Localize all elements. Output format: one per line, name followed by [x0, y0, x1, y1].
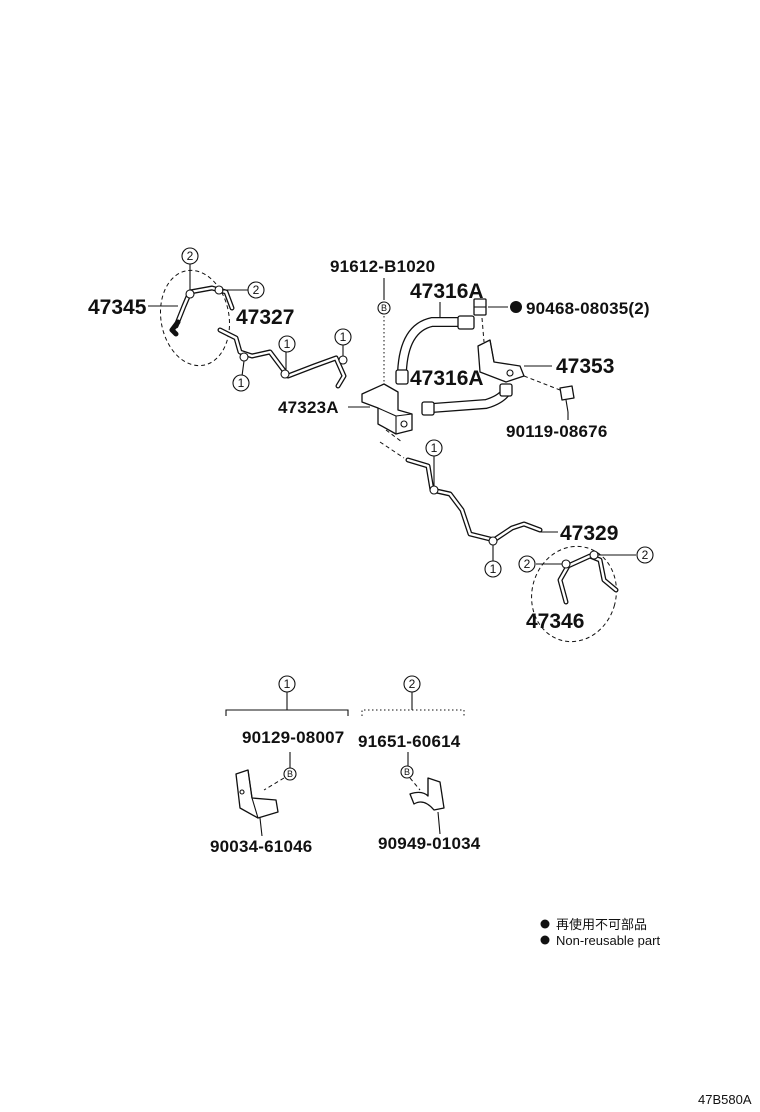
callout-circle-2 — [247, 281, 265, 299]
part-label-90468-08035: 90468-08035(2) — [526, 299, 650, 318]
part-label-91651-60614: 91651-60614 — [358, 732, 461, 751]
legend-dot — [540, 919, 550, 929]
flexible-hose-lower — [421, 383, 513, 416]
clamp-marker — [488, 536, 498, 546]
part-label-47329: 47329 — [560, 522, 618, 545]
bolt-marker-letter: B — [381, 303, 387, 313]
part-label-90129-08007: 90129-08007 — [242, 728, 344, 747]
clamp-marker — [214, 285, 224, 295]
callout-circle-1 — [278, 335, 296, 353]
clamp-marker — [280, 369, 290, 379]
callout-circle-1 — [334, 328, 352, 346]
legend-label-japanese: 再使用不可部品 — [556, 917, 647, 932]
callout-number: 1 — [284, 337, 291, 351]
callout-number: 2 — [253, 283, 260, 297]
clamp-marker — [185, 289, 195, 299]
callout-number: 1 — [238, 376, 245, 390]
clamp-marker — [561, 559, 571, 569]
callout-number: 1 — [431, 441, 438, 455]
callout-circle-2 — [518, 555, 536, 573]
part-label-91612-B1020: 91612-B1020 — [330, 257, 435, 276]
callout-number: 1 — [284, 677, 291, 691]
callout-number: 2 — [187, 249, 194, 263]
part-label-47346: 47346 — [526, 610, 584, 633]
non-reusable-marker — [510, 301, 522, 313]
part-label-90119-08676: 90119-08676 — [506, 422, 607, 441]
callout-circle-2 — [636, 546, 654, 564]
drawing-code: 47B580A — [698, 1092, 752, 1107]
pipe-47329 — [405, 457, 543, 543]
part-label-47345: 47345 — [88, 296, 147, 319]
bracket-47353 — [477, 339, 525, 383]
part-label-47323A: 47323A — [278, 398, 339, 417]
callout-number: 2 — [642, 548, 649, 562]
pipe-47345 — [169, 285, 235, 337]
clamp-marker — [239, 352, 249, 362]
group-ellipse-right — [531, 545, 617, 643]
bolt-marker-letter: B — [404, 767, 410, 777]
part-label-90034-61046: 90034-61046 — [210, 837, 312, 856]
flexible-hose-upper — [395, 315, 475, 385]
callout-circle-1 — [425, 439, 443, 457]
clip-90949-01034 — [409, 777, 445, 811]
clamp-marker — [429, 485, 439, 495]
part-label-47327: 47327 — [236, 306, 294, 329]
callout-number: 2 — [524, 557, 531, 571]
junction-block-47323A — [361, 383, 413, 435]
legend-dot — [540, 935, 550, 945]
bolt-marker-b — [377, 301, 391, 315]
callout-circle-1 — [484, 560, 502, 578]
part-label-47353: 47353 — [556, 355, 614, 378]
part-label-47316A-lower: 47316A — [410, 367, 484, 390]
clip-90468-08035 — [473, 298, 487, 316]
clamp-marker — [338, 355, 348, 365]
callout-number: 1 — [490, 562, 497, 576]
bolt-marker-b — [283, 767, 297, 781]
bolt-marker-b — [400, 765, 414, 779]
bolt-marker-letter: B — [287, 769, 293, 779]
legend: 再使用不可部品 Non-reusable part — [540, 917, 660, 948]
group-ellipse-left — [159, 269, 231, 367]
bracket-90034-61046 — [235, 769, 279, 819]
part-label-90949-01034: 90949-01034 — [378, 834, 481, 853]
bolt-90119-08676 — [559, 385, 575, 413]
callout-circle-1 — [232, 374, 250, 392]
part-label-47316A-upper: 47316A — [410, 280, 484, 303]
callout-number: 1 — [340, 330, 347, 344]
clamp-marker — [589, 550, 599, 560]
callout-number: 2 — [409, 677, 416, 691]
callout-circle-2 — [181, 247, 199, 265]
pipe-47327 — [217, 327, 347, 389]
legend-label-english: Non-reusable part — [556, 933, 660, 948]
